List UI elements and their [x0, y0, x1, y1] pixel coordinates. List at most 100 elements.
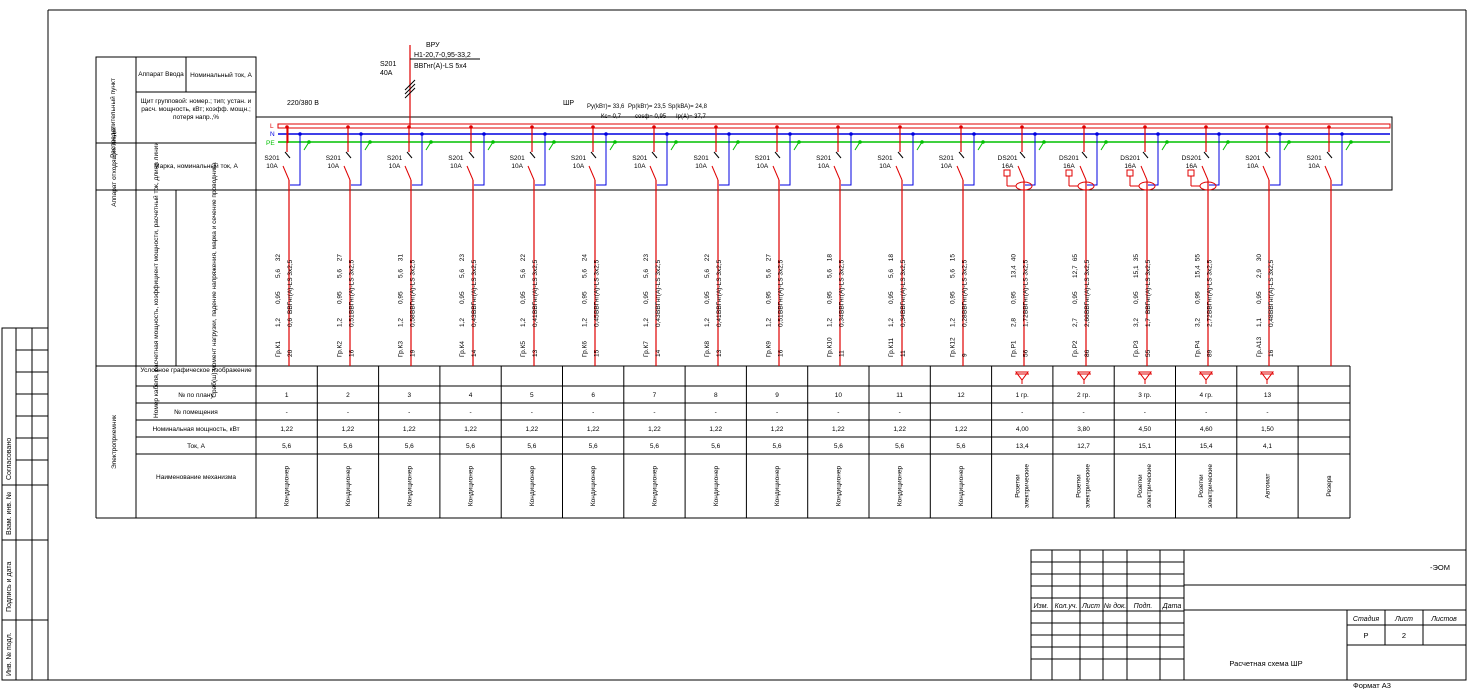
consumer-plan-no: 9	[775, 392, 779, 399]
breaker-mark	[1326, 151, 1333, 159]
consumer-name: электрические	[1207, 464, 1214, 508]
input-device-label: Аппарат Ввода	[138, 71, 184, 78]
consumer-power: 1,22	[771, 426, 784, 433]
consumer-room-no: -	[347, 409, 349, 416]
group-id: Гр.К10	[827, 337, 834, 357]
feeder-neutral	[1209, 134, 1220, 186]
group-i: 15,1	[1133, 265, 1140, 278]
breaker-type-label: DS201	[1059, 155, 1079, 162]
tb-sheets-label: Листов	[1430, 616, 1457, 623]
group-cos: 0,95	[398, 291, 405, 304]
group-cos: 0,95	[1011, 291, 1018, 304]
group-moment: 24	[582, 254, 589, 262]
consumer-name: Кондиционер	[284, 466, 291, 507]
group-i: 5,6	[520, 269, 527, 278]
consumer-name: Кондиционер	[345, 466, 352, 507]
breaker-type-label: DS201	[1182, 155, 1202, 162]
breaker-type-label: S201	[264, 155, 280, 162]
breaker-mark	[774, 151, 781, 159]
group-len: 13	[532, 349, 539, 357]
panel-kc: Кс= 0,7	[601, 114, 622, 120]
consumer-plan-no: 11	[896, 392, 903, 399]
group-du: 1,72	[1023, 314, 1030, 327]
group-p: 1,2	[582, 318, 589, 327]
group-moment: 18	[888, 254, 895, 262]
groups-layer: S20110АГр.К11,20,955,632200,6ВВГнг(А)-LS…	[255, 125, 1353, 518]
group-len: 13	[716, 349, 723, 357]
panel-name: ШР	[563, 100, 574, 107]
breaker-blade	[527, 165, 535, 181]
bus-pe-label: PE	[266, 140, 275, 147]
group-i: 13,4	[1011, 265, 1018, 278]
feeder-pe	[364, 141, 371, 151]
consumer-plan-no: 3 гр.	[1138, 392, 1151, 399]
group-cable: ВВГнг(А)-LS 3х2,5	[1084, 259, 1091, 314]
consumer-plan-no: 4 гр.	[1200, 392, 1213, 399]
consumer-plan-no: 5	[530, 392, 534, 399]
breaker-type-label: S201	[755, 155, 771, 162]
group-id: Гр.Р2	[1072, 340, 1079, 357]
breaker-blade	[1140, 165, 1148, 181]
breaker-mark	[1019, 151, 1026, 159]
group-cable: ВВГнг(А)-LS 3х2,5	[1207, 259, 1214, 314]
feeder-neutral	[780, 134, 791, 186]
group-p: 1,2	[643, 318, 650, 327]
breaker-mark	[590, 151, 597, 159]
breaker-mark	[468, 151, 475, 159]
feeder-neutral	[1025, 134, 1036, 186]
group-p: 2,8	[1011, 318, 1018, 327]
bus-tap-l	[836, 125, 840, 129]
bus-tap-l	[285, 125, 289, 129]
feeder-neutral	[964, 134, 975, 186]
group-i: 5,6	[827, 269, 834, 278]
consumer-plan-no: 3	[407, 392, 411, 399]
breaker-blade	[895, 165, 903, 181]
consumer-current: 5,6	[282, 443, 291, 450]
group-i: 12,7	[1072, 265, 1079, 278]
bus-tap-l	[898, 125, 902, 129]
breaker-rating-label: 16А	[1002, 163, 1014, 170]
consumer-current: 5,6	[405, 443, 414, 450]
bus-tap-l	[346, 125, 350, 129]
group-p: 1,2	[888, 318, 895, 327]
group-id: Гр.К6	[582, 341, 589, 357]
group-moment: 27	[765, 254, 772, 262]
feeder-neutral	[719, 134, 730, 186]
group-id: Гр.Р3	[1133, 340, 1140, 357]
consumer-name: Розетки	[1198, 474, 1205, 498]
consumer-current: 5,6	[650, 443, 659, 450]
feeder-neutral	[474, 134, 485, 186]
breaker-mark	[897, 151, 904, 159]
breaker-rating-label: 10А	[389, 163, 401, 170]
consumer-current: 15,1	[1139, 443, 1152, 450]
side-stamp-signature: Подпись и дата	[6, 562, 13, 612]
consumer-current: 5,6	[527, 443, 536, 450]
breaker-type-label: S201	[387, 155, 403, 162]
breaker-type-label: S201	[1307, 155, 1323, 162]
group-cos: 0,95	[1256, 291, 1263, 304]
feeder-pe	[916, 141, 923, 151]
consumer-plan-no: 2	[346, 392, 350, 399]
tb-header-doc: № док.	[1104, 602, 1127, 610]
consumer-power: 1,22	[526, 426, 539, 433]
breaker-blade	[466, 165, 474, 181]
breaker-rating-label: 10А	[450, 163, 462, 170]
breaker-blade	[343, 165, 351, 181]
group-moment: 22	[520, 254, 527, 262]
bus-tap-l	[1143, 125, 1147, 129]
group-cos: 0,95	[275, 291, 282, 304]
supply-line	[404, 45, 480, 128]
group-len: 86	[1084, 349, 1091, 357]
consumer-name: электрические	[1085, 464, 1092, 508]
group-p: 1,2	[459, 318, 466, 327]
group-i: 5,6	[275, 269, 282, 278]
outgoing-mark-label: Марка, номинальный ток, А	[154, 162, 238, 170]
panel-voltage: 220/380 В	[287, 100, 319, 107]
breaker-mark	[835, 151, 842, 159]
consumer-room-no: -	[592, 409, 594, 416]
breaker-rating-label: 10А	[573, 163, 585, 170]
group-du: 0,43	[655, 314, 662, 327]
panel-sp: Sp(kВА)= 24,8	[668, 104, 708, 110]
group-cos: 0,95	[520, 291, 527, 304]
rcd-box	[1187, 169, 1195, 177]
